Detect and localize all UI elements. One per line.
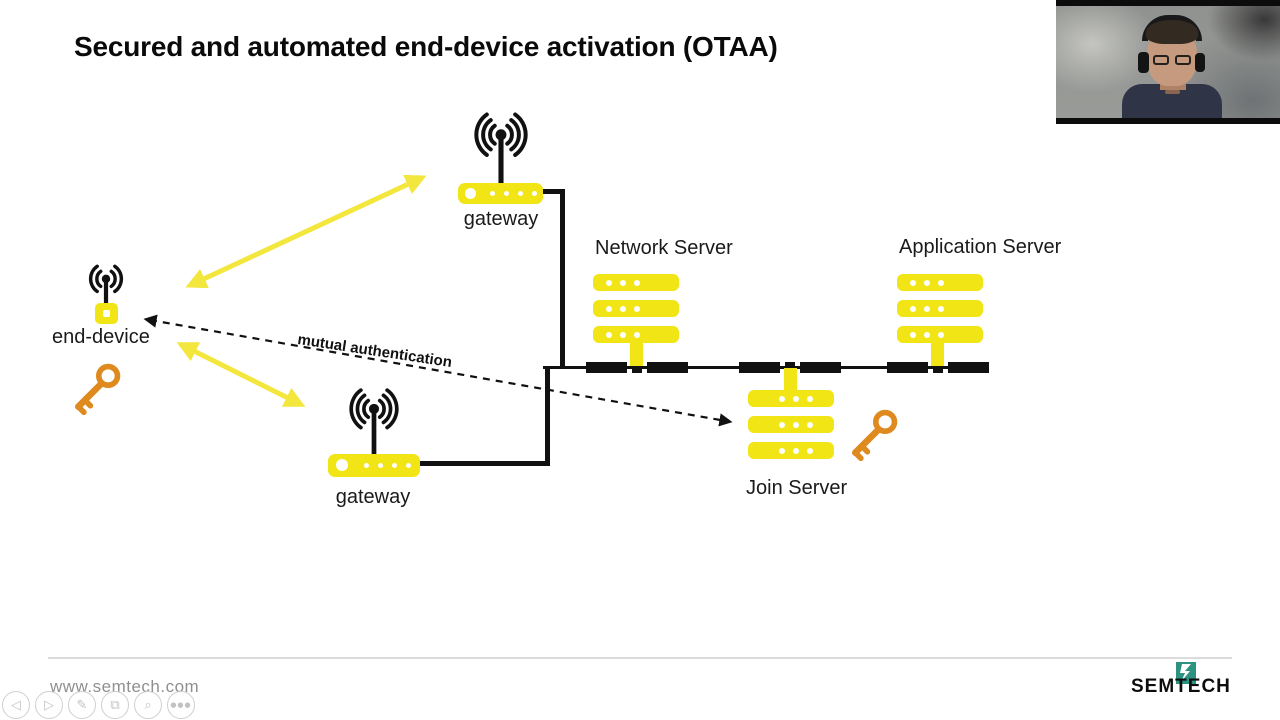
- join-server-icon: [748, 390, 834, 468]
- presenter-hair: [1146, 20, 1198, 44]
- previous-slide-button[interactable]: ◁: [2, 691, 30, 719]
- network-server-label: Network Server: [595, 237, 733, 259]
- frames-view-button[interactable]: ⧉: [101, 691, 129, 719]
- antenna-icon: [474, 112, 528, 190]
- webcam-video[interactable]: [1056, 0, 1280, 124]
- bus-tap: [785, 362, 795, 373]
- bus-tap: [948, 362, 989, 373]
- key-icon: [75, 363, 121, 416]
- zoom-tool-button[interactable]: ⌕: [134, 691, 162, 719]
- presenter-video-frame: [1056, 6, 1280, 118]
- semtech-logo-icon: [1176, 662, 1196, 684]
- gateway-top-link-vertical: [560, 189, 565, 369]
- semtech-logo-text: SEMTECH: [1131, 676, 1231, 697]
- bus-tap: [632, 362, 642, 373]
- application-server-stem: [931, 342, 944, 366]
- headset-earcup-icon: [1138, 52, 1149, 73]
- gateway-top-label: gateway: [463, 208, 539, 230]
- pen-tool-button[interactable]: ✎: [68, 691, 96, 719]
- gateway-bottom-link-horizontal: [416, 461, 550, 466]
- more-options-button[interactable]: ●●●: [167, 691, 195, 719]
- gateway-bottom-link-vertical: [545, 367, 550, 466]
- bus-tap: [586, 362, 627, 373]
- slide-title: Secured and automated end-device activat…: [74, 31, 778, 62]
- glasses-icon: [1153, 55, 1169, 65]
- join-server-label: Join Server: [746, 477, 848, 499]
- application-server-label: Application Server: [899, 236, 1062, 258]
- antenna-icon: [349, 388, 399, 460]
- key-icon: [852, 409, 898, 462]
- bus-tap: [887, 362, 928, 373]
- antenna-icon: [88, 264, 124, 308]
- glasses-icon: [1175, 55, 1191, 65]
- next-slide-button[interactable]: ▷: [35, 691, 63, 719]
- presenter-mouth: [1165, 90, 1180, 94]
- radio-link-arrow-top-gateway: [185, 174, 427, 289]
- end-device-label: end-device: [52, 326, 150, 348]
- bus-tap: [800, 362, 841, 373]
- headset-earcup-icon: [1195, 53, 1205, 72]
- player-controls: ◁ ▷ ✎ ⧉ ⌕ ●●●: [2, 691, 195, 719]
- headset-band-icon: [1142, 15, 1202, 41]
- bus-tap: [739, 362, 780, 373]
- gateway-bottom-label: gateway: [335, 486, 411, 508]
- gateway-top-icon: [458, 183, 543, 204]
- end-device-icon: [95, 303, 118, 324]
- application-server-icon: [897, 274, 983, 352]
- join-server-stem: [784, 368, 797, 392]
- gateway-bottom-icon: [328, 454, 420, 477]
- network-server-stem: [630, 342, 643, 366]
- mutual-authentication-arrow: [143, 314, 733, 427]
- bus-tap: [647, 362, 688, 373]
- bus-tap: [933, 362, 943, 373]
- footer-divider: [48, 657, 1232, 659]
- gateway-top-link-stub: [541, 189, 565, 194]
- network-server-icon: [593, 274, 679, 352]
- radio-link-arrow-bottom-gateway: [176, 342, 306, 407]
